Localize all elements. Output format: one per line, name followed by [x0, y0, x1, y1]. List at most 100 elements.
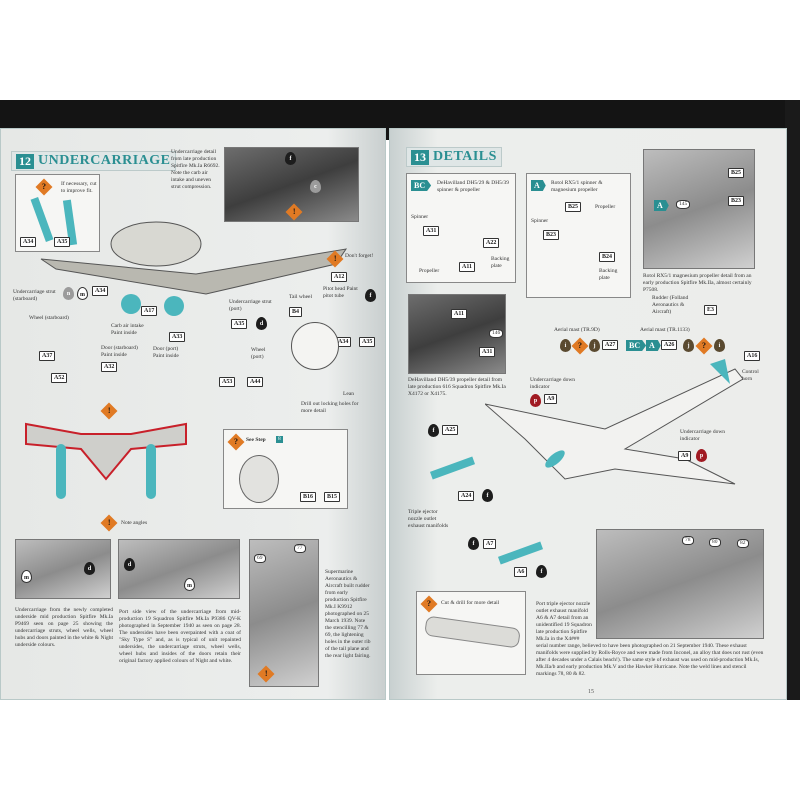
spitfire-underside-drawing [40, 221, 348, 316]
part-label: A33 [169, 332, 186, 342]
door-starboard-label: Door (starboard) Paint inside [101, 345, 138, 358]
bc-propeller-inset: BC DeHavilland DH5/29 & DH5/39 spinner &… [406, 173, 516, 283]
see-step-number: 8 [276, 436, 283, 443]
lean-label: Lean [343, 391, 354, 397]
bc-tag: BC [626, 340, 647, 351]
paint-drop-icon: p [696, 449, 707, 462]
photo-undercarriage-2: d m [118, 539, 240, 599]
part-label: A25 [442, 425, 459, 435]
paint-drop-icon: c [310, 180, 321, 193]
paint-drop-icon: p [530, 394, 541, 407]
exhaust-caption-wrap: Port triple ejector nozzle outlet exhaus… [536, 601, 764, 678]
triple-ejector-label: Triple ejector nozzle outlet exhaust man… [408, 509, 449, 529]
a-propeller-inset: A Rotol RX5/1 spinner & magnesium propel… [526, 173, 631, 298]
paint-drop-icon: d [84, 562, 95, 575]
cut-drill-label: Cut & drill for more detail [441, 600, 500, 606]
paint-drop-icon: f [482, 489, 493, 502]
caption-1: Undercarriage from the newly completed u… [15, 607, 113, 648]
paint-drop-icon: d [124, 558, 135, 571]
spinner-label: Spinner [411, 214, 429, 220]
wheel-port-label: Wheel (port) [251, 347, 266, 360]
step-13-header: 13 DETAILS [406, 147, 502, 167]
part-label: A12 [331, 272, 348, 282]
paint-drop-icon: i [560, 339, 571, 352]
part-label: A7 [483, 539, 497, 549]
paint-drop-icon: m [184, 578, 195, 591]
left-page: 12 UNDERCARRIAGE ? If necessary, cut to … [0, 128, 386, 700]
part-label: B16 [300, 492, 317, 502]
wheel-starboard-label: Wheel (starboard) [29, 315, 69, 321]
part-label: A52 [51, 373, 68, 383]
part-label: A35 [231, 319, 248, 329]
part-label: A53 [219, 377, 236, 387]
exhaust-photo: 78 80 82 [596, 529, 764, 639]
paint-drop-icon: j [683, 339, 694, 352]
exhaust-part [429, 456, 476, 480]
part-label: B23 [543, 230, 560, 240]
warning-icon: ? [571, 337, 589, 355]
part-label: A32 [101, 362, 118, 372]
warning-icon: ! [100, 402, 118, 420]
part-label: E3 [704, 305, 718, 315]
photo-spacer [592, 601, 764, 641]
part-label: A37 [39, 351, 56, 361]
part-label: A27 [602, 340, 619, 350]
part-label: A9 [544, 394, 558, 404]
caption-3: Supermarine Aeronautics & Aircraft built… [325, 569, 371, 659]
a-title: Rotol RX5/1 spinner & magnesium propelle… [551, 180, 603, 193]
paint-drop-icon: f [468, 537, 479, 550]
inset-struts: ? If necessary, cut to improve fit. A34 … [15, 174, 100, 252]
part-label: A11 [451, 309, 468, 319]
a-tag: A [646, 340, 661, 351]
photo1-caption: Rotol RX5/1 magnesium propeller detail f… [643, 273, 752, 293]
propeller-label: Propeller [595, 204, 616, 210]
uc-indicator-label: Undercarriage down indicator [530, 377, 576, 390]
uc-indicator-label-2: Undercarriage down indicator [680, 429, 726, 442]
warning-icon: ? [420, 595, 438, 613]
part-label: B4 [289, 307, 303, 317]
exhaust-caption: Port triple ejector nozzle outlet exhaus… [536, 601, 764, 677]
dont-forget-label: Don't forget! [345, 253, 374, 259]
part-label: A22 [483, 238, 500, 248]
exhaust-part [497, 541, 544, 565]
paint-drop-icon: f [365, 289, 376, 302]
stencil-marker: 80 [709, 538, 721, 547]
paint-drop-icon: m [21, 570, 32, 583]
stencil-marker: 77 [294, 544, 306, 553]
see-step-label: See Step [246, 437, 266, 443]
step-title: UNDERCARRIAGE [38, 153, 171, 168]
part-label: B25 [565, 202, 582, 212]
a-tag: A [654, 200, 669, 211]
pitot-label: Pitot head Paint pitot tube [323, 286, 358, 299]
part-label: A26 [661, 340, 678, 350]
part-label: B25 [728, 168, 745, 178]
part-label: A6 [514, 567, 528, 577]
bc-tag: BC [411, 180, 432, 191]
propeller-label: Propeller [419, 268, 440, 274]
warning-icon: ? [695, 337, 713, 355]
strut-starboard-label: Undercarriage strut (starboard) [13, 289, 56, 302]
control-horn-label: Control horn [742, 369, 759, 382]
paint-drop-icon: m [77, 287, 88, 300]
part-label: A31 [479, 347, 496, 357]
part-label: A44 [247, 377, 264, 387]
paint-drop-icon: f [536, 565, 547, 578]
paint-drop-icon: f [428, 424, 439, 437]
part-label: A34 [20, 237, 37, 247]
undercarriage-photo: f c ! [224, 147, 359, 222]
stencil-marker: 146 [489, 329, 504, 338]
photo-caption-top: Undercarriage detail from late productio… [171, 149, 220, 190]
warning-icon: ? [35, 178, 53, 196]
part-label: A35 [359, 337, 376, 347]
wheel-drawing [239, 455, 279, 503]
paint-drop-icon: d [256, 317, 267, 330]
tail-wheel-label: Tail wheel [289, 294, 312, 300]
spinner-label: Spinner [531, 218, 549, 224]
paint-drop-icon: f [285, 152, 296, 165]
detail-circle [291, 322, 339, 370]
strut-port-label: Undercarriage strut (port) [229, 299, 272, 312]
step-number: 13 [411, 149, 429, 165]
note-angles-label: Note angles [121, 520, 148, 526]
stencil-marker: 82 [737, 539, 749, 548]
stencil-marker: 145 [676, 200, 691, 209]
